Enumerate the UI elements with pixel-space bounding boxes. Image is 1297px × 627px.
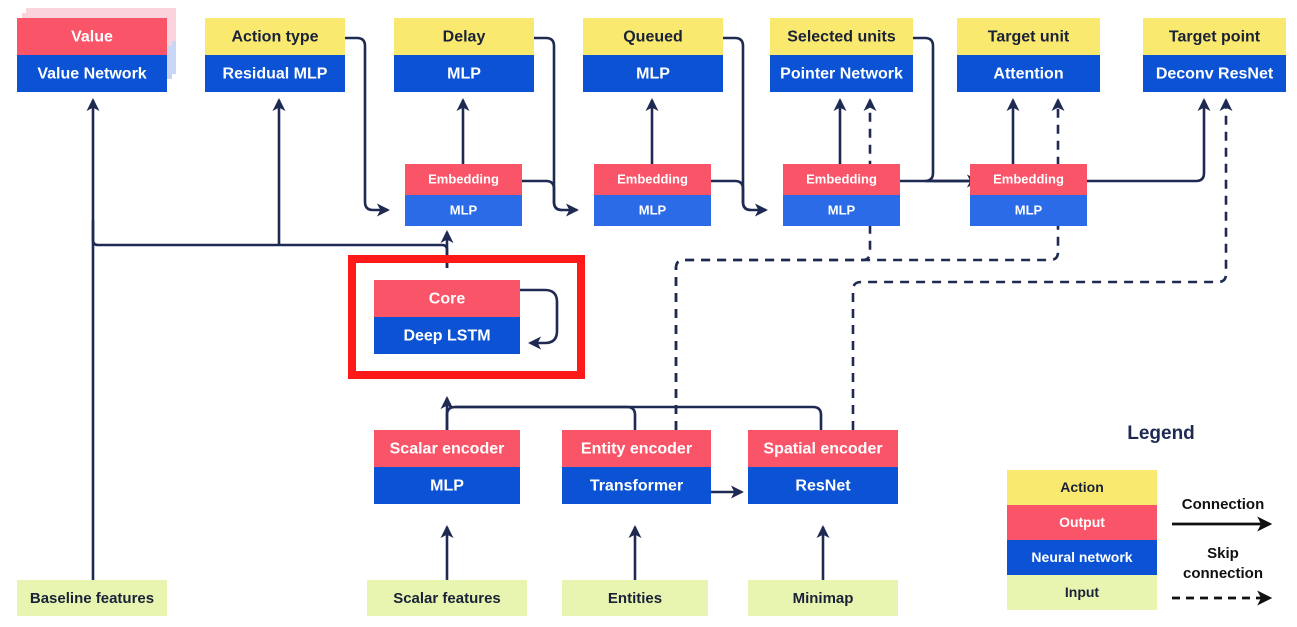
edge-actiontype-to-embedding1: [345, 36, 390, 217]
encoder-spatial-network: ResNet: [795, 478, 851, 495]
embedding-block-4[interactable]: Embedding MLP: [970, 164, 1087, 226]
embedding-3-network: MLP: [828, 202, 856, 217]
input-blocks: Baseline features Scalar features Entiti…: [17, 580, 898, 616]
head-value[interactable]: Value Value Network: [17, 18, 167, 92]
skip-entity-to-targetunit: [674, 98, 1065, 430]
legend-swatch-neural-network-label: Neural network: [1031, 549, 1132, 565]
input-minimap-label: Minimap: [793, 590, 854, 607]
head-target-unit-network: Attention: [993, 66, 1063, 83]
encoder-entity-output: Entity encoder: [581, 441, 692, 458]
edge-delay-to-embedding2: [534, 36, 579, 217]
edge-queued-to-embedding3: [723, 36, 768, 217]
input-baseline-features-label: Baseline features: [30, 590, 154, 607]
head-queued-action: Queued: [623, 29, 683, 46]
head-value-network: Value Network: [37, 66, 146, 83]
core-network-label: Deep LSTM: [403, 328, 490, 345]
input-entities-label: Entities: [608, 590, 662, 607]
edge-spatial-bus: [455, 405, 823, 430]
encoder-blocks: Scalar encoder MLP Entity encoder Transf…: [374, 430, 898, 504]
legend-swatch-input: Input: [1007, 575, 1157, 610]
encoder-scalar-output: Scalar encoder: [390, 441, 505, 458]
encoder-scalar-network: MLP: [430, 478, 464, 495]
legend-swatch-output-label: Output: [1059, 514, 1105, 530]
embedding-block-2[interactable]: Embedding MLP: [594, 164, 711, 226]
legend-swatch-input-label: Input: [1065, 584, 1100, 600]
head-queued-network: MLP: [636, 66, 670, 83]
input-baseline-features[interactable]: Baseline features: [17, 580, 167, 616]
embedding-2-network: MLP: [639, 202, 667, 217]
edge-core-self-loop: [520, 288, 559, 350]
legend-swatch-action: Action: [1007, 470, 1157, 505]
input-minimap[interactable]: Minimap: [748, 580, 898, 616]
head-delay[interactable]: Delay MLP: [394, 18, 534, 92]
edge-embedding4-to-targetpoint: [1072, 98, 1211, 183]
head-value-action: Value: [71, 29, 113, 46]
encoder-entity-network: Transformer: [590, 478, 683, 495]
head-selected-units-network: Pointer Network: [780, 66, 903, 83]
core-output-label: Core: [429, 291, 466, 308]
embedding-block-3[interactable]: Embedding MLP: [783, 164, 900, 226]
embedding-4-output: Embedding: [993, 171, 1064, 186]
embedding-4-network: MLP: [1015, 202, 1043, 217]
head-action-type-action: Action type: [231, 29, 318, 46]
core-highlight-outline: [348, 255, 585, 379]
edge-scalar-entity-bus: [445, 405, 637, 430]
legend-connection-label: Connection: [1182, 496, 1265, 513]
embedding-1-network: MLP: [450, 202, 478, 217]
encoder-entity[interactable]: Entity encoder Transformer: [562, 430, 711, 504]
embedding-blocks: Embedding MLP Embedding MLP Embedding ML…: [405, 164, 1087, 226]
head-target-point[interactable]: Target point Deconv ResNet: [1143, 18, 1286, 92]
legend-swatch-action-label: Action: [1060, 479, 1104, 495]
input-scalar-features[interactable]: Scalar features: [367, 580, 527, 616]
encoder-scalar[interactable]: Scalar encoder MLP: [374, 430, 520, 504]
embedding-3-output: Embedding: [806, 171, 877, 186]
legend-skip-label-line1: Skip: [1207, 545, 1239, 562]
legend-skip-label-line2: connection: [1183, 565, 1263, 582]
edge-embedding2-to-embedding3: [711, 179, 752, 212]
input-scalar-features-label: Scalar features: [393, 590, 501, 607]
output-heads: Value Value Network Action type Residual…: [17, 18, 1286, 92]
head-target-point-action: Target point: [1169, 29, 1261, 46]
head-selected-units-action: Selected units: [787, 29, 896, 46]
legend-title: Legend: [1127, 423, 1195, 444]
embedding-2-output: Embedding: [617, 171, 688, 186]
head-target-unit[interactable]: Target unit Attention: [957, 18, 1100, 92]
input-entities[interactable]: Entities: [562, 580, 708, 616]
edge-embedding1-to-embedding2: [522, 179, 563, 212]
core-block[interactable]: Core Deep LSTM: [374, 280, 520, 354]
embedding-1-output: Embedding: [428, 171, 499, 186]
head-selected-units[interactable]: Selected units Pointer Network: [770, 18, 913, 92]
head-target-point-network: Deconv ResNet: [1156, 66, 1274, 83]
head-target-unit-action: Target unit: [988, 29, 1070, 46]
embedding-block-1[interactable]: Embedding MLP: [405, 164, 522, 226]
encoder-spatial-output: Spatial encoder: [763, 441, 882, 458]
legend: Legend Action Output Neural network Inpu…: [1007, 423, 1273, 610]
head-delay-action: Delay: [443, 29, 486, 46]
head-delay-network: MLP: [447, 66, 481, 83]
head-action-type[interactable]: Action type Residual MLP: [205, 18, 345, 92]
encoder-spatial[interactable]: Spatial encoder ResNet: [748, 430, 898, 504]
legend-swatch-output: Output: [1007, 505, 1157, 540]
skip-connections: [674, 98, 1233, 430]
head-action-type-network: Residual MLP: [223, 66, 328, 83]
skip-spatial-to-targetpoint: [851, 98, 1233, 430]
head-queued[interactable]: Queued MLP: [583, 18, 723, 92]
legend-swatch-neural-network: Neural network: [1007, 540, 1157, 575]
